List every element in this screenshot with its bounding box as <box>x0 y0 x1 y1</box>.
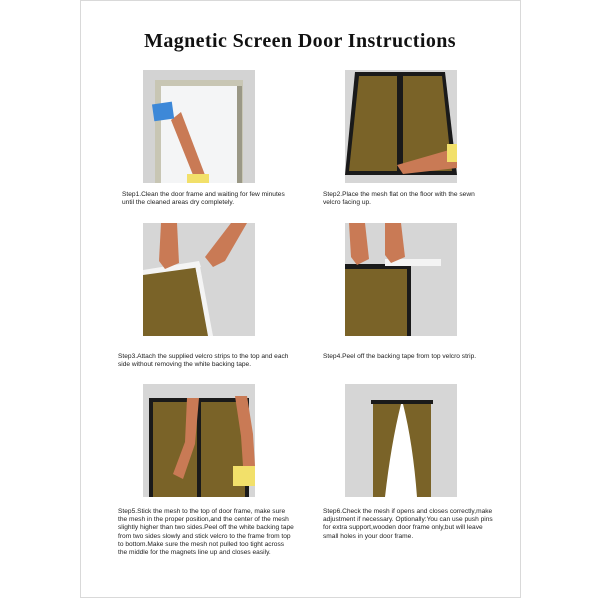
step6-image <box>345 384 457 497</box>
step6-caption: Step6.Check the mesh if opens and closes… <box>323 508 493 540</box>
step1-caption: Step1.Clean the door frame and waiting f… <box>122 191 285 207</box>
step4-caption: Step4.Peel off the backing tape from top… <box>323 353 477 360</box>
step5-image <box>143 384 255 497</box>
step2-image <box>345 70 457 183</box>
page-title: Magnetic Screen Door Instructions <box>144 30 456 52</box>
step4-image <box>345 223 457 336</box>
step2-caption: Step2.Place the mesh flat on the floor w… <box>323 191 475 207</box>
step1-image <box>143 70 255 183</box>
step3-image <box>143 223 255 336</box>
step5-caption: Step5.Stick the mesh to the top of door … <box>118 508 294 557</box>
step3-caption: Step3.Attach the supplied velcro strips … <box>118 353 289 369</box>
